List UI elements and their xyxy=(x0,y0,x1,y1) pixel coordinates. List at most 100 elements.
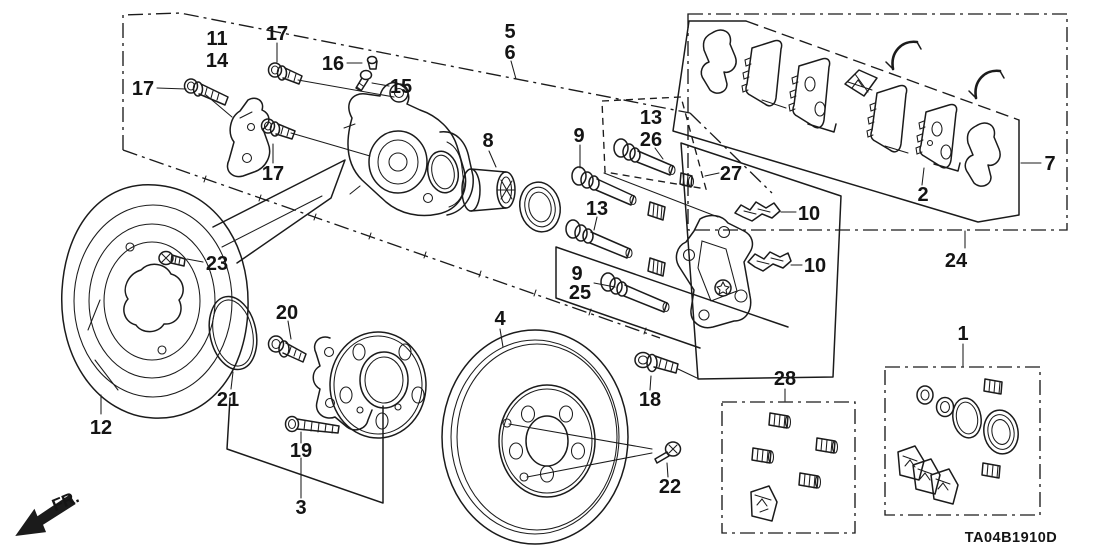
part-label-10-lower[interactable]: 10 xyxy=(804,255,826,277)
seal-kit-contents xyxy=(897,378,1019,505)
part-label-18[interactable]: 18 xyxy=(639,389,661,411)
part-label-1[interactable]: 1 xyxy=(957,323,968,345)
pin-bolt-9-25-lower xyxy=(600,272,670,313)
brake-pad-a xyxy=(741,39,787,109)
mount-bolt-18 xyxy=(634,351,679,374)
part-label-3[interactable]: 3 xyxy=(295,497,306,519)
kit-grease-packet-3 xyxy=(930,468,959,505)
wheel-stud-19 xyxy=(284,415,340,434)
part-label-12[interactable]: 12 xyxy=(90,417,112,439)
caliper-bracket xyxy=(675,214,754,329)
part-label-9-upper[interactable]: 9 xyxy=(573,125,584,147)
kit-boot-4 xyxy=(798,472,822,489)
kit-boot-1 xyxy=(768,412,792,429)
part-label-6[interactable]: 6 xyxy=(504,42,515,64)
mount-bracket-11-14 xyxy=(226,97,271,178)
part-label-17-top[interactable]: 17 xyxy=(266,23,288,45)
box-boot-kit-28 xyxy=(721,401,856,534)
flange-bolt-20 xyxy=(267,335,307,363)
brake-disc xyxy=(441,329,629,545)
box-hub-assembly-3 xyxy=(226,397,384,504)
bleeder-cap-16 xyxy=(366,55,378,70)
disc-screw-22 xyxy=(654,441,682,464)
caliper-body xyxy=(343,82,474,217)
brake-pad-c xyxy=(866,84,909,154)
piston-boot-ring xyxy=(519,181,561,233)
boot-kit-contents xyxy=(750,412,839,522)
pin-boot-upper xyxy=(647,201,666,221)
part-label-11[interactable]: 11 xyxy=(206,28,227,50)
caliper-bolt-17-left xyxy=(183,78,229,106)
part-label-22[interactable]: 22 xyxy=(659,476,681,498)
box-pad-set-7 xyxy=(672,20,1020,223)
part-label-13-upper[interactable]: 13 xyxy=(640,107,662,129)
brake-pad-d xyxy=(915,103,961,172)
pad-retainer-upper xyxy=(734,201,781,222)
caliper-bolt-17-bottom xyxy=(260,118,296,140)
kit-bushing-top xyxy=(983,378,1003,395)
part-label-21[interactable]: 21 xyxy=(217,389,239,411)
caliper-bolt-17-top xyxy=(267,62,303,85)
hub-bearing-unit xyxy=(312,331,427,439)
caliper-piston xyxy=(461,168,516,212)
part-label-4[interactable]: 4 xyxy=(494,308,506,330)
kit-grommet-small xyxy=(916,385,934,405)
part-label-28[interactable]: 28 xyxy=(774,368,796,390)
box-pad-kit-24 xyxy=(687,13,1068,231)
kit-piston-seal xyxy=(952,397,982,439)
kit-boot-2 xyxy=(815,437,839,454)
pad-shim-left xyxy=(700,29,737,94)
kit-piston-boot xyxy=(983,409,1019,455)
part-label-25[interactable]: 25 xyxy=(569,282,591,304)
part-label-19[interactable]: 19 xyxy=(290,440,312,462)
pin-bushing-27 xyxy=(679,172,695,188)
part-label-2[interactable]: 2 xyxy=(917,184,928,206)
part-label-20[interactable]: 20 xyxy=(276,302,298,324)
box-pin-9-25 xyxy=(555,246,789,349)
bleeder-screw-15 xyxy=(355,69,373,92)
part-label-24[interactable]: 24 xyxy=(945,250,968,272)
screw-23 xyxy=(158,250,186,267)
diagram-code: TA04B1910D xyxy=(965,530,1058,546)
part-label-10-upper[interactable]: 10 xyxy=(798,203,820,225)
part-label-23[interactable]: 23 xyxy=(206,253,228,275)
splash-guard xyxy=(61,159,346,419)
pin-bolt-13-middle xyxy=(565,219,633,259)
part-label-16[interactable]: 16 xyxy=(322,53,344,75)
assembly-boundary-caliper xyxy=(122,12,773,339)
kit-grommet-large xyxy=(935,396,955,418)
kit-grease-packet-2 xyxy=(912,458,941,495)
part-label-14[interactable]: 14 xyxy=(206,50,229,72)
front-direction-indicator: FR. xyxy=(15,487,82,536)
part-label-5[interactable]: 5 xyxy=(504,21,515,43)
wear-indicator-clip-b xyxy=(968,69,1005,100)
part-label-26[interactable]: 26 xyxy=(640,129,662,151)
pin-bolt-9-upper xyxy=(571,166,637,206)
part-label-15[interactable]: 15 xyxy=(390,76,412,98)
part-label-27[interactable]: 27 xyxy=(720,163,742,185)
part-label-7[interactable]: 7 xyxy=(1044,153,1055,175)
piston-seal-ring xyxy=(426,150,460,194)
part-label-9-lower[interactable]: 9 xyxy=(571,263,582,285)
part-label-17-left[interactable]: 17 xyxy=(132,78,154,100)
pad-retainer-lower xyxy=(747,251,792,272)
front-direction-label: FR. xyxy=(49,487,82,515)
kit-grease-packet xyxy=(750,485,778,522)
box-slide-pin-13-26 xyxy=(601,96,707,190)
pad-shim-right xyxy=(964,122,1001,187)
o-ring-21 xyxy=(208,295,258,371)
brake-pad-b xyxy=(788,57,837,133)
grease-packet-pads xyxy=(844,69,878,97)
front-arrow-icon xyxy=(15,494,76,536)
part-label-8[interactable]: 8 xyxy=(482,130,493,152)
part-label-13-middle[interactable]: 13 xyxy=(586,198,608,220)
pin-boot-lower xyxy=(647,257,666,277)
pin-bolt-13-26-boxed xyxy=(613,138,676,176)
part-label-17-bottom[interactable]: 17 xyxy=(262,163,284,185)
kit-boot-3 xyxy=(751,447,775,464)
wear-indicator-clip-a xyxy=(885,40,922,71)
kit-bushing-bottom xyxy=(981,462,1001,479)
